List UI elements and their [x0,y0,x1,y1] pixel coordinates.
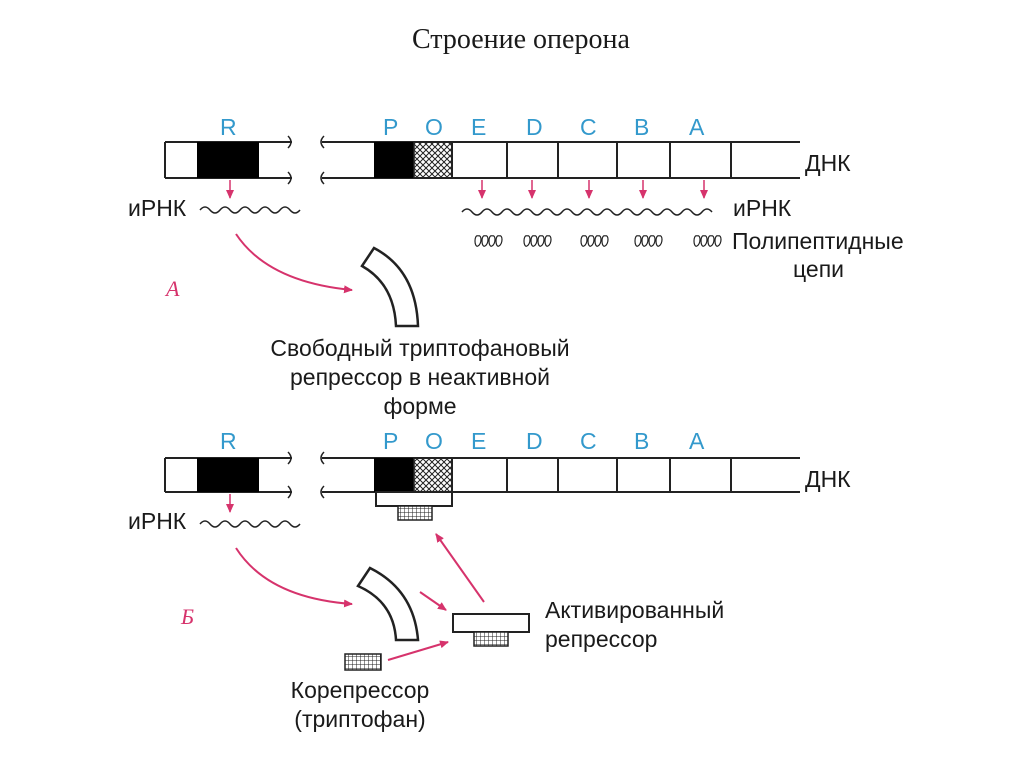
inactive-repressor-caption-3: форме [383,393,457,419]
operator-block [413,141,453,179]
gene-label-o-a: O [425,114,443,140]
polypeptide-chains [474,235,722,247]
mrna-label-b: иРНК [128,508,187,534]
promoter-block [374,142,414,178]
gene-label-r-b: R [220,428,237,454]
dna-label-a: ДНК [805,150,851,176]
inactive-repressor-caption-2: репрессор в неактивной [289,364,550,390]
regulator-gene-block [197,142,259,178]
inactive-repressor-shape-b [356,566,420,642]
panel-label-b: Б [181,604,194,629]
mrna-label-a-left: иРНК [128,195,187,221]
gene-label-b-b: B [634,428,650,454]
mrna-wave-a-left [199,206,301,214]
gene-label-o-b: O [425,428,443,454]
dna-strand-b [164,451,800,499]
translation-arrow-a [235,233,353,294]
page-title: Строение оперона [412,24,630,55]
activated-repressor [452,613,530,647]
polypeptide-label-2: цепи [793,256,845,282]
mrna-wave-b [199,520,301,528]
gene-label-e-b: E [471,428,487,454]
gene-label-d-a: D [526,114,543,140]
gene-label-c-a: C [580,114,597,140]
repressor-to-active-arrow [419,591,447,611]
active-to-operator-arrow [435,533,485,603]
mrna-wave-a-right [461,208,713,216]
gene-label-r-a: R [220,114,237,140]
inactive-repressor-shape [360,246,420,328]
transcription-arrows-a [226,180,708,199]
inactive-repressor-caption-1: Свободный триптофановый [270,335,570,361]
active-repressor-caption-2: репрессор [545,626,658,652]
mrna-label-a-right: иРНК [733,195,792,221]
gene-label-b-a: B [634,114,650,140]
corepressor-caption-2: (триптофан) [294,706,426,732]
panel-label-a: А [166,276,180,301]
gene-label-a-a: A [689,114,705,140]
gene-label-d-b: D [526,428,543,454]
active-repressor-caption-1: Активированный [545,597,725,623]
gene-label-p-a: P [383,114,399,140]
translation-arrow-b [235,547,353,608]
dna-label-b: ДНК [805,466,851,492]
bound-repressor [375,491,453,521]
gene-label-e-a: E [471,114,487,140]
gene-label-c-b: C [580,428,597,454]
corepressor-block [344,653,382,671]
polypeptide-label: Полипептидные [732,228,904,254]
corepressor-to-active-arrow [387,640,449,661]
gene-label-p-b: P [383,428,399,454]
corepressor-caption-1: Корепрессор [290,677,430,703]
dna-strand-a [164,135,800,185]
gene-label-a-b: A [689,428,705,454]
